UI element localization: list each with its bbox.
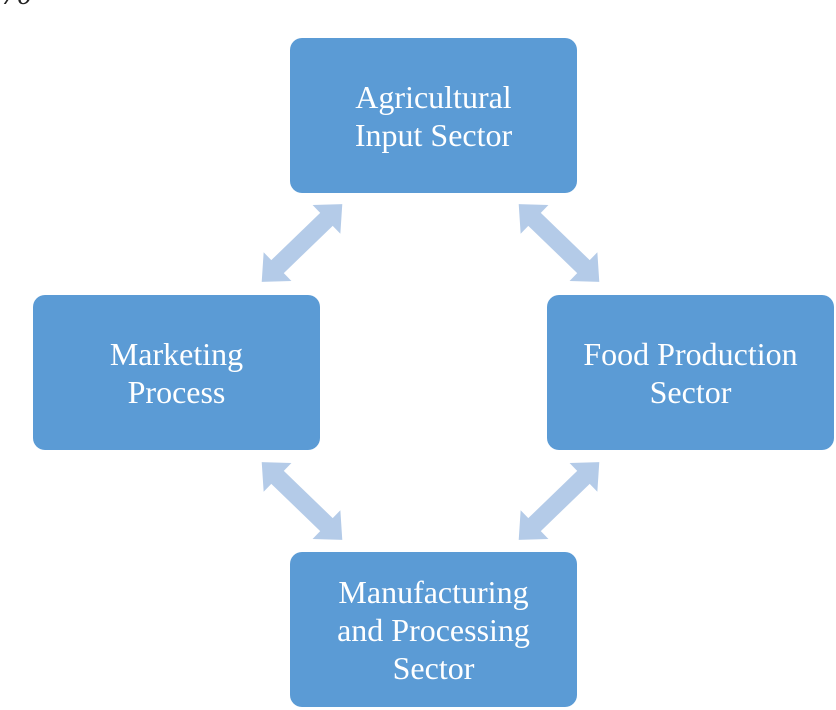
node-label-line: Sector xyxy=(649,373,732,410)
node-label-line: Agricultural xyxy=(355,78,512,115)
double-arrow-marketing-agricultural xyxy=(261,204,343,282)
double-arrow-marketing-manufacturing xyxy=(261,462,343,540)
node-label-line: Food Production xyxy=(583,335,798,372)
node-label-line: and Processing xyxy=(337,611,530,648)
node-label-line: Marketing xyxy=(109,335,244,372)
double-arrow-food-manufacturing xyxy=(518,462,600,540)
node-label-line: Input Sector xyxy=(354,116,513,153)
node-label-line: Process xyxy=(127,373,226,410)
node-label-line: Sector xyxy=(392,649,475,686)
cropped-caption: 70 xyxy=(2,0,32,12)
double-arrow-agricultural-food xyxy=(518,204,600,282)
node-label-line: Manufacturing xyxy=(338,573,529,610)
